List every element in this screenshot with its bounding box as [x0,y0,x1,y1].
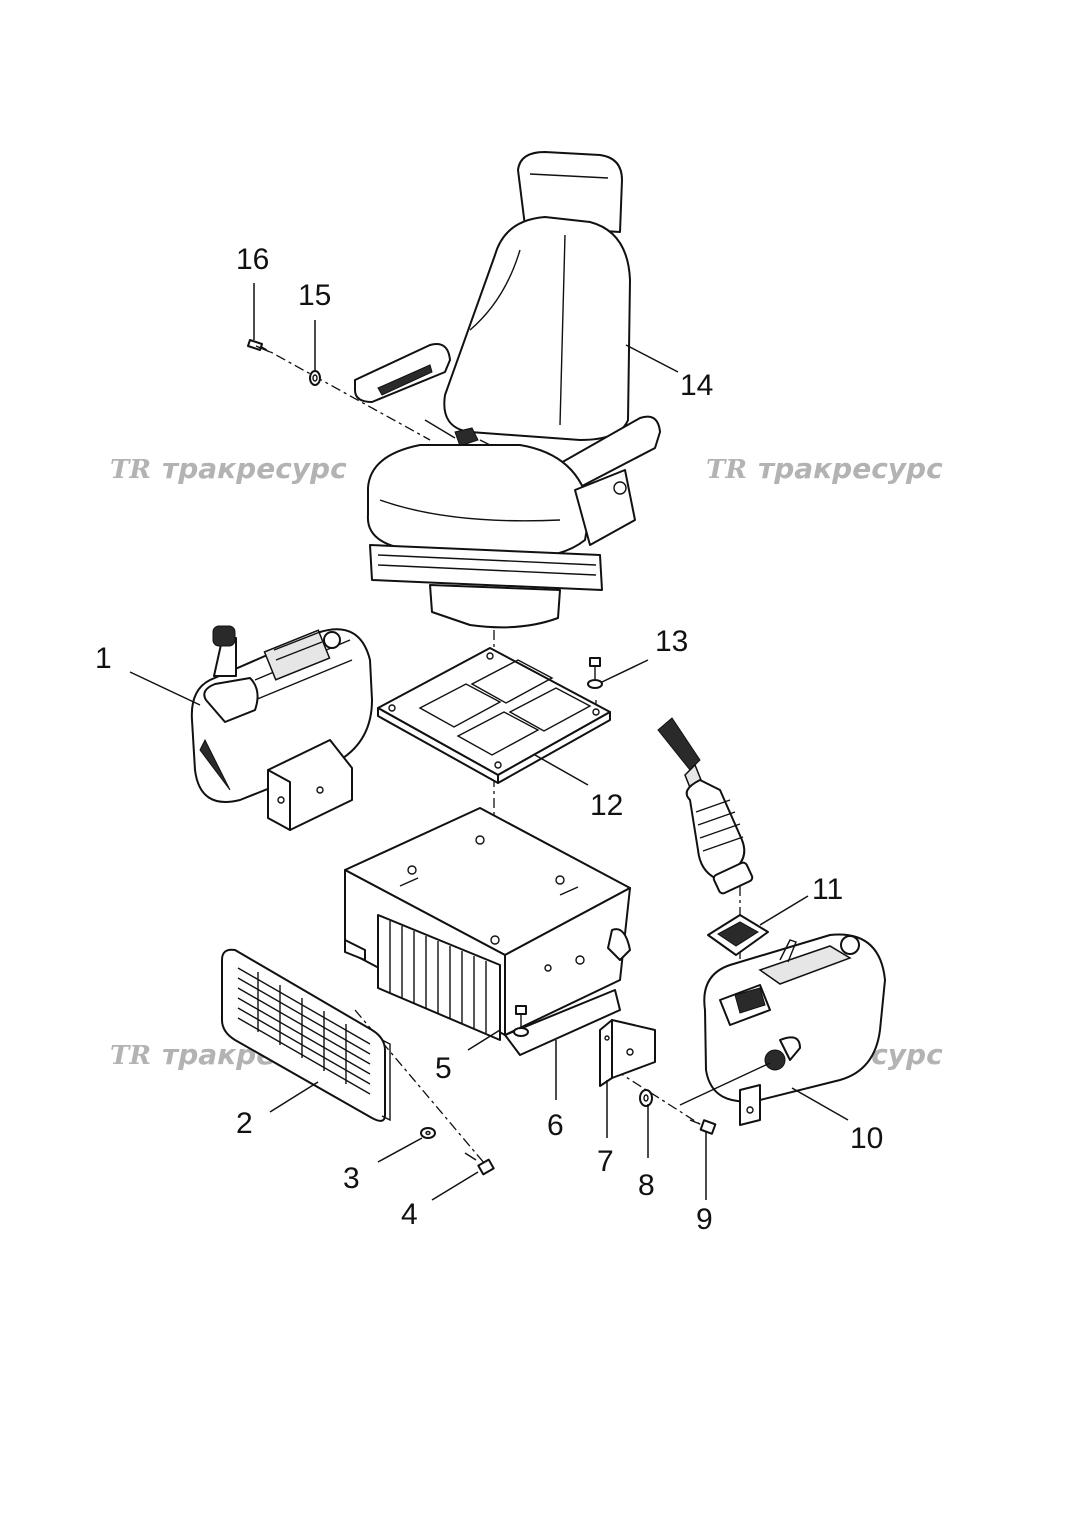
callout-13: 13 [655,625,688,658]
watermark-logo: TR [110,1041,151,1071]
leader-4 [431,1171,479,1201]
callout-16: 16 [236,243,269,276]
callout-11: 11 [812,873,843,906]
watermark-top-left: TR тракресурс [110,452,347,485]
watermark-text: тракресурс [162,452,347,485]
callout-1: 1 [95,642,112,675]
grille-cover-icon [221,948,391,1122]
axis-line-16-15 [257,344,431,441]
washer-icon [309,370,321,386]
seat-base-box-icon [344,807,631,1056]
callout-3: 3 [343,1162,360,1195]
right-control-console-icon [679,933,886,1126]
leader-2 [269,1081,319,1113]
watermark-logo: TR [706,455,747,485]
leader-lines [129,283,849,1201]
leader-3 [377,1137,423,1163]
screw-icon [247,339,271,353]
callout-5: 5 [435,1052,452,1085]
bolt-washer-icon [587,657,603,689]
leader-5 [467,1029,501,1051]
bolt-icon [689,1119,717,1135]
leader-12 [534,754,589,786]
gasket-plate-icon [707,914,769,956]
callout-9: 9 [696,1203,713,1236]
leader-11 [759,895,809,926]
watermark-text: тракресурс [758,452,943,485]
callout-14: 14 [680,369,713,402]
leader-10 [791,1087,849,1121]
left-control-console-icon [190,625,373,831]
watermark-top-right: TR тракресурс [706,452,943,485]
axis-line-8-9 [614,1069,707,1129]
operator-seat-icon [354,151,661,629]
callout-6: 6 [547,1109,564,1142]
callout-4: 4 [401,1198,418,1231]
callout-12: 12 [590,789,623,822]
bracket-icon [599,1019,656,1087]
axis-line-3-4 [354,1009,491,1171]
leader-1 [129,671,201,706]
washer-icon [420,1127,436,1139]
callout-7: 7 [597,1145,614,1178]
washer-icon [639,1089,653,1107]
watermark-logo: TR [110,455,151,485]
callout-8: 8 [638,1169,655,1202]
callout-15: 15 [298,279,331,312]
joystick-icon [657,717,754,895]
bolt-icon [464,1152,495,1176]
bolt-icon [513,1005,529,1037]
callout-2: 2 [236,1107,253,1140]
mounting-plate-icon [377,647,611,784]
callout-10: 10 [850,1122,883,1155]
leader-14 [625,344,679,373]
callout-labels: 16 15 14 1 13 12 11 5 6 7 8 9 10 2 3 4 [95,243,883,1236]
leader-13 [601,659,649,683]
